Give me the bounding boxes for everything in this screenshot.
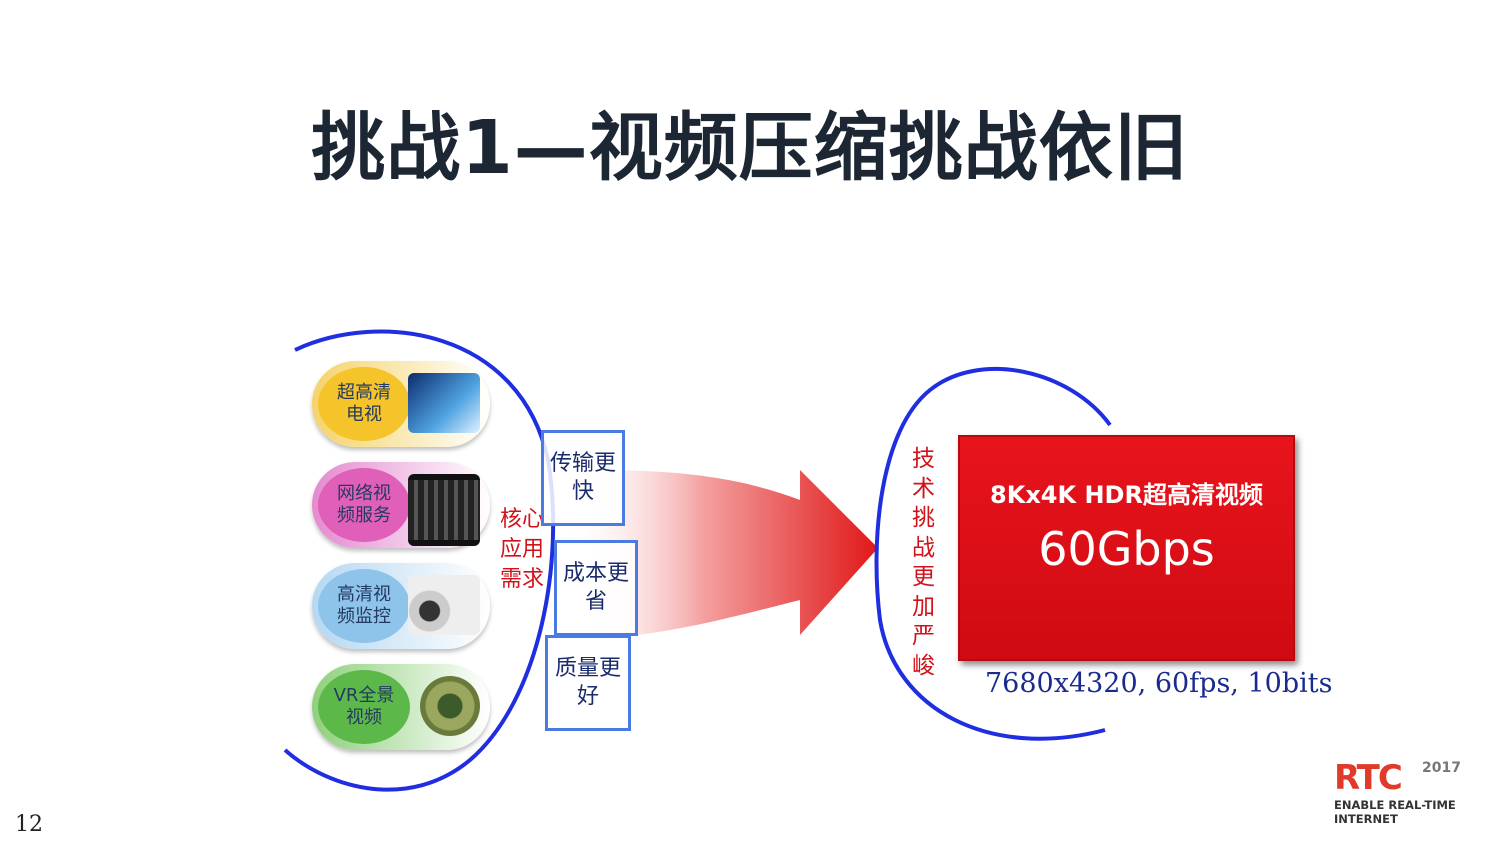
- app-pill-circle: 超高清 电视: [318, 367, 410, 441]
- app-label: 网络视 频服务: [337, 483, 391, 526]
- right-ellipse-arc: [874, 367, 1112, 741]
- app-pill-hd-surveillance: 高清视 频监控: [312, 563, 490, 649]
- app-pill-circle: 网络视 频服务: [318, 468, 410, 542]
- video-resolution-spec: 7680x4320, 60fps, 10bits: [985, 668, 1333, 699]
- requirement-box-better: 质量更 好: [545, 635, 631, 731]
- left-ellipse-arc: [283, 329, 556, 792]
- logo-tagline-2: INTERNET: [1334, 812, 1398, 826]
- video-bitrate: 60Gbps: [1038, 522, 1215, 576]
- app-pill-circle: 高清视 频监控: [318, 569, 410, 643]
- app-label: 高清视 频监控: [337, 584, 391, 627]
- tv-thumbnail-image: [408, 373, 480, 433]
- app-pill-vr-video: VR全景 视频: [312, 664, 490, 750]
- logo-text: RTC: [1334, 758, 1403, 798]
- vr-image: [420, 676, 480, 736]
- logo-tagline-1: ENABLE REAL-TIME: [1334, 798, 1456, 812]
- big-arrow-shape: [560, 470, 878, 640]
- camera-image: [408, 575, 480, 635]
- video-spec-box: 8Kx4K HDR超高清视频 60Gbps: [958, 435, 1295, 661]
- slide-title: 挑战1—视频压缩挑战依旧: [311, 105, 1189, 191]
- app-label: 超高清 电视: [337, 382, 391, 425]
- requirement-box-cheaper: 成本更 省: [554, 540, 638, 636]
- requirement-box-faster: 传输更 快: [541, 430, 625, 526]
- rtc-2017-logo: RTC 2017 ENABLE REAL-TIME INTERNET: [1334, 758, 1474, 828]
- page-number: 12: [15, 812, 43, 837]
- app-pill-web-video: 网络视 频服务: [312, 462, 490, 548]
- challenge-label: 技 术 挑 战 更 加 严 峻: [912, 446, 935, 679]
- logo-year: 2017: [1422, 760, 1461, 776]
- app-pill-uhd-tv: 超高清 电视: [312, 361, 490, 447]
- app-pill-circle: VR全景 视频: [318, 670, 410, 744]
- film-strip-image: [408, 474, 480, 546]
- app-label: VR全景 视频: [333, 685, 395, 728]
- core-requirement-label: 核心 应用 需求: [500, 507, 545, 592]
- video-name: 8Kx4K HDR超高清视频: [990, 481, 1263, 509]
